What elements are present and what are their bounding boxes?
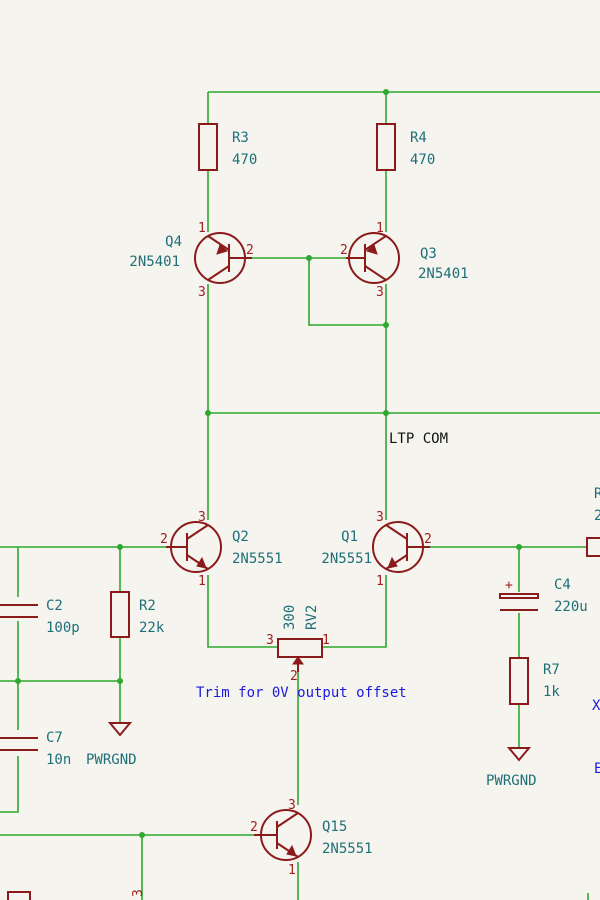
trim-note: Trim for 0V output offset <box>196 685 407 701</box>
r5-value-fragment: 2 <box>594 508 600 524</box>
r7-value: 1k <box>543 684 560 700</box>
q4-pin-1: 1 <box>198 221 206 236</box>
rv2-pin-3: 3 <box>266 633 274 648</box>
rv2-value: 300 <box>282 605 298 630</box>
resistor-r5-fragment <box>586 537 600 557</box>
bottom-pin-3-fragment: 3 <box>131 889 146 897</box>
transistor-q15[interactable]: 3 2 1 Q15 2N5551 <box>250 798 373 878</box>
r5-ref-fragment: R <box>594 486 600 502</box>
c4-value: 220u <box>554 599 588 615</box>
ground-symbol-right <box>506 747 532 762</box>
q1-ref: Q1 <box>341 529 358 545</box>
q2-ref: Q2 <box>232 529 249 545</box>
q4-ref: Q4 <box>165 234 182 250</box>
c4-ref: C4 <box>554 577 571 593</box>
q1-pin-1: 1 <box>376 574 384 589</box>
q2-value: 2N5551 <box>232 551 283 567</box>
q4-pin-2: 2 <box>246 243 254 258</box>
q15-pin-2: 2 <box>250 820 258 835</box>
q2-pin-3: 3 <box>198 510 206 525</box>
transistor-q4[interactable]: 1 2 3 Q4 2N5401 <box>129 221 253 300</box>
edge-e-fragment: E <box>594 761 600 777</box>
r4-value: 470 <box>410 152 435 168</box>
q15-value: 2N5551 <box>322 841 373 857</box>
ground-symbol-left <box>107 722 133 737</box>
resistor-r2[interactable]: R2 22k <box>110 591 165 638</box>
q2-pin-1: 1 <box>198 574 206 589</box>
rv2-ref: RV2 <box>304 605 320 630</box>
net-label-pwrgnd-right: PWRGND <box>486 773 537 789</box>
c2-ref: C2 <box>46 598 63 614</box>
q4-value: 2N5401 <box>129 254 180 270</box>
q1-pin-2: 2 <box>424 532 432 547</box>
q3-pin-2: 2 <box>340 243 348 258</box>
resistor-r4[interactable]: R4 470 <box>376 123 435 171</box>
junctions <box>15 89 522 838</box>
q15-pin-1: 1 <box>288 863 296 878</box>
edge-fragments: R 2 X E 3 <box>7 486 600 900</box>
transistor-q1[interactable]: 3 2 1 Q1 2N5551 <box>321 510 431 589</box>
rv2-pin-2: 2 <box>290 669 298 684</box>
q15-ref: Q15 <box>322 819 347 835</box>
q1-value: 2N5551 <box>321 551 372 567</box>
q3-value: 2N5401 <box>418 266 469 282</box>
r3-value: 470 <box>232 152 257 168</box>
c7-ref: C7 <box>46 730 63 746</box>
resistor-r3[interactable]: R3 470 <box>198 123 257 171</box>
q3-pin-1: 1 <box>376 221 384 236</box>
r4-ref: R4 <box>410 130 427 146</box>
potentiometer-rv2[interactable]: 3 1 2 300 RV2 <box>266 605 330 684</box>
transistor-q2[interactable]: 3 2 1 Q2 2N5551 <box>160 510 283 589</box>
net-label-ltp-com: LTP COM <box>389 431 448 447</box>
transistor-q3[interactable]: 1 2 3 Q3 2N5401 <box>340 221 469 300</box>
capacitor-c4[interactable]: + C4 220u <box>499 577 588 615</box>
capacitor-c7[interactable]: C7 10n <box>0 730 71 768</box>
rv2-pin-1: 1 <box>322 633 330 648</box>
net-label-pwrgnd-left: PWRGND <box>86 752 137 768</box>
c2-value: 100p <box>46 620 80 636</box>
q1-pin-3: 3 <box>376 510 384 525</box>
c7-value: 10n <box>46 752 71 768</box>
capacitor-c2[interactable]: C2 100p <box>0 598 80 636</box>
q3-pin-3: 3 <box>376 285 384 300</box>
bottom-left-part-fragment <box>7 891 31 900</box>
r2-ref: R2 <box>139 598 156 614</box>
q2-pin-2: 2 <box>160 532 168 547</box>
q4-pin-3: 3 <box>198 285 206 300</box>
r3-ref: R3 <box>232 130 249 146</box>
r2-value: 22k <box>139 620 165 636</box>
c4-polarity-plus: + <box>505 578 513 593</box>
q3-ref: Q3 <box>420 246 437 262</box>
resistor-r7[interactable]: R7 1k <box>509 657 560 705</box>
q15-pin-3: 3 <box>288 798 296 813</box>
edge-x-fragment: X <box>592 698 600 714</box>
r7-ref: R7 <box>543 662 560 678</box>
